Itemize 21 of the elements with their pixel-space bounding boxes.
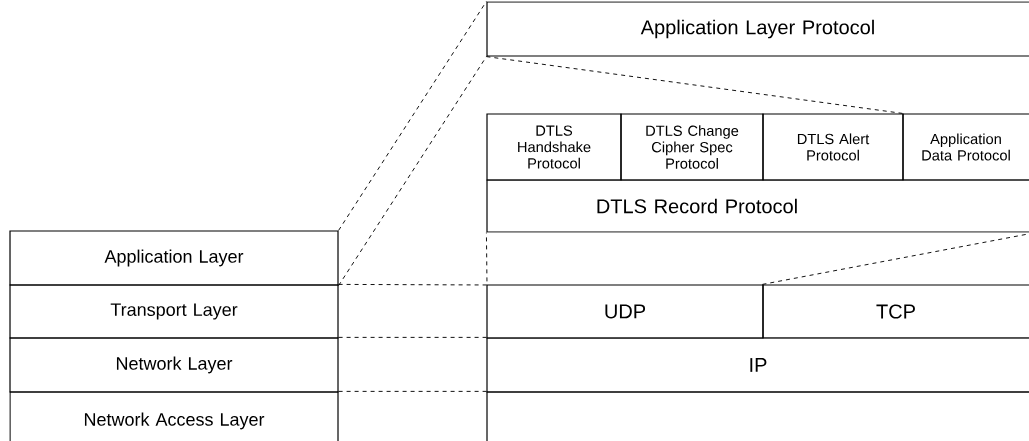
protocol-box: DTLS Record Protocol [486, 179, 1029, 233]
connector-line [485, 56, 903, 114]
protocol-box: DTLS Handshake Protocol [486, 113, 622, 181]
layer-box: Transport Layer [9, 284, 339, 339]
protocol-box: UDP [486, 284, 764, 339]
protocol-box: Application Data Protocol [902, 113, 1029, 181]
connector-line [338, 0, 487, 231]
empty-box [486, 391, 1029, 441]
connector-line [338, 390, 487, 392]
connector-line [338, 232, 488, 286]
layer-box: Network Access Layer [9, 391, 339, 441]
protocol-box: DTLS Alert Protocol [762, 113, 904, 181]
connector-line [338, 336, 487, 338]
connector-line [761, 232, 1029, 285]
protocol-box: IP [486, 337, 1029, 393]
protocol-box: TCP [762, 284, 1029, 339]
protocol-box: DTLS Change Cipher Spec Protocol [620, 113, 764, 181]
layer-box: Application Layer [9, 230, 339, 286]
layer-box: Network Layer [9, 337, 339, 393]
connector-line [338, 56, 487, 287]
protocol-box: Application Layer Protocol [486, 1, 1029, 57]
